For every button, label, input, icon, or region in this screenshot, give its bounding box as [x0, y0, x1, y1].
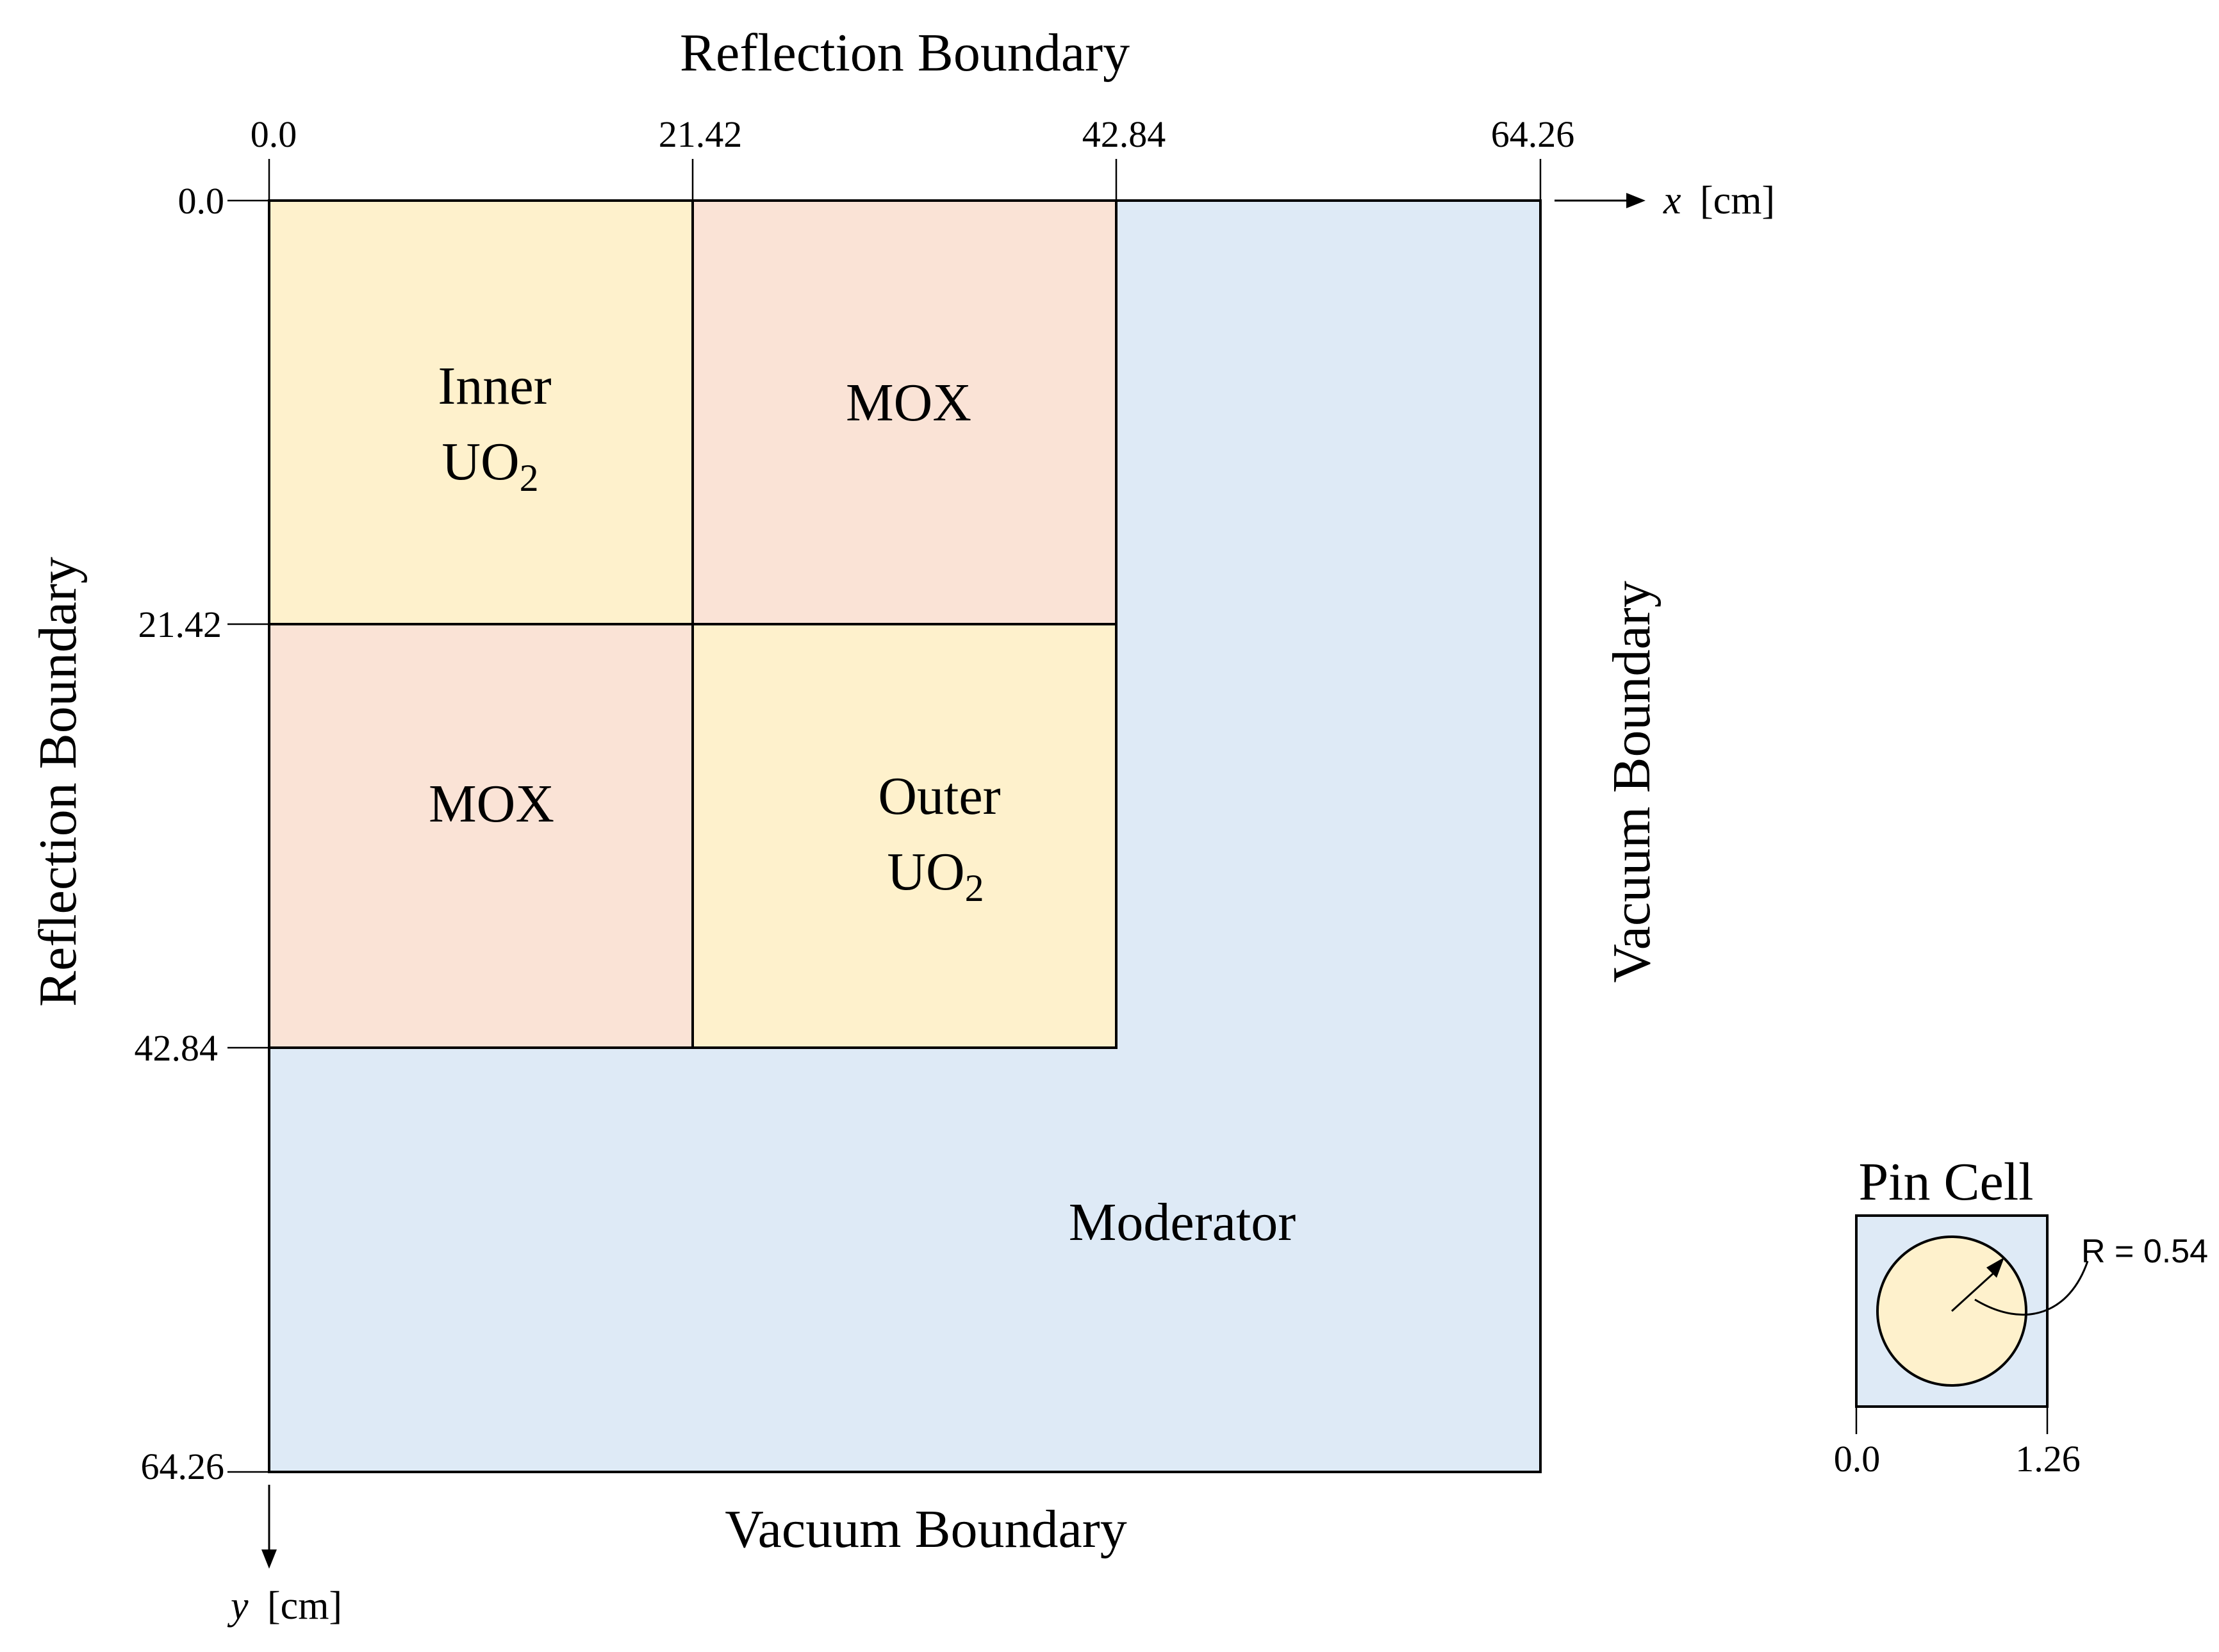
x-tick-label-3: 64.26 — [1491, 113, 1575, 155]
radius-leader — [1974, 1260, 2089, 1316]
x-tick-label-1: 21.42 — [659, 113, 743, 155]
top-boundary-label: Reflection Boundary — [680, 23, 1130, 83]
mox-left-label: MOX — [429, 774, 554, 834]
mox-region-top — [691, 199, 1118, 625]
pin-cell-inset: Pin Cell R = 0.54 0.0 1.26 — [1834, 1152, 2208, 1480]
y-tick-marks — [227, 199, 269, 1473]
outer-uo2-formula: UO2 — [887, 842, 984, 909]
moderator-label: Moderator — [1069, 1193, 1296, 1252]
x-tick-marks — [268, 159, 1542, 201]
y-tick-label-1: 21.42 — [138, 604, 222, 645]
outer-uo2-region — [691, 623, 1118, 1049]
bottom-boundary-label: Vacuum Boundary — [725, 1499, 1127, 1559]
x-tick-label-0: 0.0 — [251, 113, 297, 155]
mox-region-left — [268, 623, 694, 1049]
inner-uo2-formula: UO2 — [441, 432, 538, 499]
x-axis-arrow — [1555, 193, 1646, 208]
right-boundary-label: Vacuum Boundary — [1602, 581, 1662, 983]
radius-arrowhead — [1986, 1257, 2004, 1278]
outer-uo2-label: Outer — [878, 766, 1000, 826]
left-boundary-label: Reflection Boundary — [28, 557, 88, 1007]
pin-radius-label: R = 0.54 — [2081, 1233, 2208, 1270]
x-tick-label-2: 42.84 — [1082, 113, 1166, 155]
inner-uo2-label: Inner — [438, 356, 551, 416]
y-tick-label-3: 64.26 — [141, 1446, 225, 1487]
inner-uo2-region — [268, 199, 694, 625]
y-tick-label-0: 0.0 — [178, 180, 225, 222]
pin-tick-label-0: 0.0 — [1834, 1438, 1881, 1480]
pin-cell-title: Pin Cell — [1858, 1152, 2033, 1212]
pin-tick-label-1: 1.26 — [2015, 1438, 2081, 1480]
y-axis-arrow — [261, 1485, 277, 1569]
radius-arrow — [1951, 1271, 1995, 1312]
y-axis-label: y [cm] — [227, 1584, 342, 1628]
y-tick-label-2: 42.84 — [135, 1027, 219, 1069]
x-axis-label: x [cm] — [1663, 179, 1775, 222]
mox-top-label: MOX — [846, 373, 971, 433]
